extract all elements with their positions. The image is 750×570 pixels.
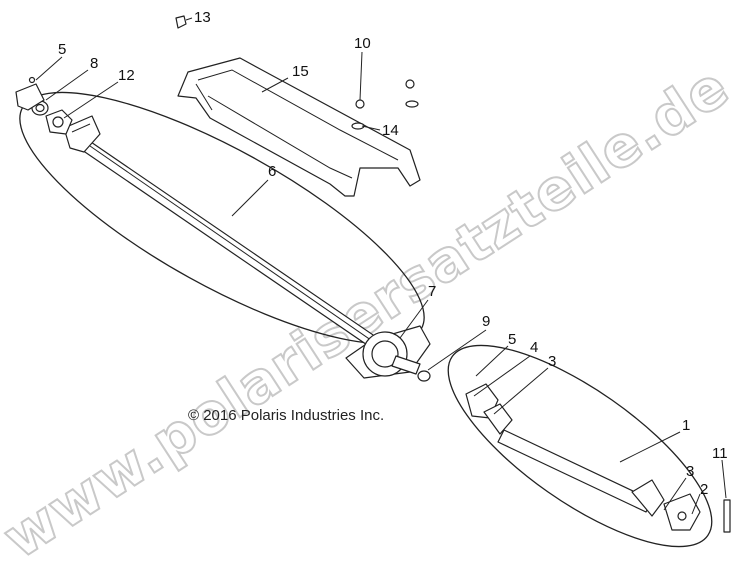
callout-2: 2 xyxy=(700,481,708,498)
callout-8: 8 xyxy=(90,55,98,72)
callout-3-upper: 3 xyxy=(548,353,556,370)
callout-4: 4 xyxy=(530,339,538,356)
callout-12: 12 xyxy=(118,67,135,84)
driveshaft-shield xyxy=(177,57,421,197)
rear-shaft-group-outline xyxy=(447,344,713,548)
roll-pin xyxy=(723,499,731,533)
callout-9: 9 xyxy=(482,313,490,330)
snap-ring xyxy=(417,370,431,382)
callout-5-lower: 5 xyxy=(508,331,516,348)
fastener-set xyxy=(351,79,419,130)
screw-13 xyxy=(175,15,187,29)
callout-6: 6 xyxy=(268,163,276,180)
center-bearing xyxy=(345,325,431,379)
callout-15: 15 xyxy=(292,63,309,80)
rear-prop-shaft xyxy=(497,429,653,513)
callout-10: 10 xyxy=(354,35,371,52)
rear-front-yoke xyxy=(465,383,513,435)
callout-3-lower: 3 xyxy=(686,463,694,480)
leader-lines xyxy=(35,17,727,515)
rear-end-yoke xyxy=(631,479,701,531)
callout-7: 7 xyxy=(428,283,436,300)
front-coupler xyxy=(15,76,45,111)
u-joint-cross xyxy=(45,109,73,135)
front-yoke xyxy=(63,115,101,153)
callout-5-upper: 5 xyxy=(58,41,66,58)
callout-1: 1 xyxy=(682,417,690,434)
callout-11: 11 xyxy=(712,445,728,462)
copyright-notice: © 2016 Polaris Industries Inc. xyxy=(188,407,384,424)
callout-13: 13 xyxy=(194,9,211,26)
callout-14: 14 xyxy=(382,122,399,139)
